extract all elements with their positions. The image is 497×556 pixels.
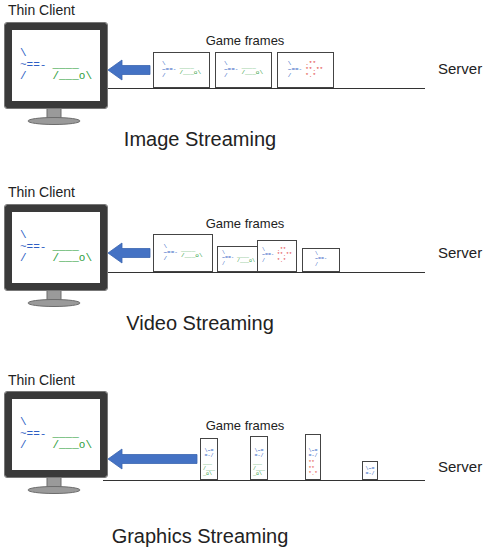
frame-art: \~= =-/ [365,467,374,478]
panel-label: Server [438,458,482,475]
frame-art: ** ** *.* [309,461,318,477]
panel-label: Thin Client [8,2,75,18]
frame-art: ____ /___o\ [237,254,255,265]
monitor-base [28,118,80,125]
game-frame: \~= =-/___ /___ _o\ [250,436,268,480]
game-frame: \ ~==- /____ /___o\ [217,246,260,272]
frame-art: \ ~==- / [20,417,46,452]
frame-art: \ ~==- / [288,61,302,80]
monitor-stand [47,108,61,118]
frame-art: \ ~==- / [20,230,46,265]
frame-art: \ ~==- / [224,61,238,80]
frame-art: ____ /___o\ [52,242,92,265]
panel-label: Server [438,244,482,261]
frame-art: \ ~==- / [315,252,327,268]
frame-art: ____ /___o\ [241,64,263,77]
panel-caption: Graphics Streaming [112,525,289,548]
frame-art: ___ /___ _o\ [203,461,215,477]
panel-label: Thin Client [8,184,75,200]
monitor-stand [47,477,61,487]
frame-art: \ ~==- / [262,248,274,264]
panel-caption: Video Streaming [126,312,274,335]
server-line [103,272,425,273]
frame-art: ____ /___o\ [179,64,201,77]
frame-art: ____ /___o\ [52,429,92,452]
frame-art: \~= =-/ [204,449,213,460]
panel-caption: Image Streaming [124,128,276,151]
game-frame: \ ~==- /____ /___o\ [215,52,272,88]
frame-art: \ ~==- / [164,244,178,263]
frame-art: \~= =-/ [254,449,263,460]
frame-art: ___ /___ _o\ [253,461,265,477]
panel-label: Thin Client [8,372,75,388]
panel-label: Game frames [206,216,285,231]
frame-art: ____ /___o\ [181,247,203,260]
frame-art: \ ~==- / [162,61,176,80]
panel-label: Game frames [206,33,285,48]
monitor-stand [47,290,61,300]
frame-art: \ ~==- / [222,251,234,267]
frame-art: ____ /___o\ [52,60,92,83]
frame-art: \~= =-/ [308,449,317,460]
game-frame: \ ~==- /____ /___o\ [153,234,213,272]
stream-arrow [108,60,150,80]
frame-art: \ ~==- / [20,48,46,83]
game-frame: \~= =-/___ /___ _o\ [200,438,218,480]
panel-label: Game frames [206,418,285,433]
server-line [103,88,425,89]
stream-arrow [108,243,150,263]
panel-label: Server [438,60,482,77]
client-screen: \ ~==- / ____ /___o\ [5,205,107,290]
monitor-base [28,487,80,494]
game-frame: \ ~==- /.** **.** *.* [277,52,334,88]
game-frame: \ ~==- /____ /___o\ [153,52,210,88]
frame-art: .** **.** *.* [305,61,323,80]
client-screen: \ ~==- / ____ /___o\ [5,23,107,108]
client-screen: \ ~==- / ____ /___o\ [5,392,107,477]
server-line [103,480,425,481]
game-frame: \~= =-/ [362,461,378,480]
monitor-base [28,300,80,307]
stream-arrow [108,449,197,469]
game-frame: \~= =-/** ** *.* [305,434,321,480]
game-frame: \ ~==- /.** **.** *.* [257,240,297,272]
frame-art: .** **.** *.* [277,248,292,264]
game-frame: \ ~==- / [302,248,340,272]
